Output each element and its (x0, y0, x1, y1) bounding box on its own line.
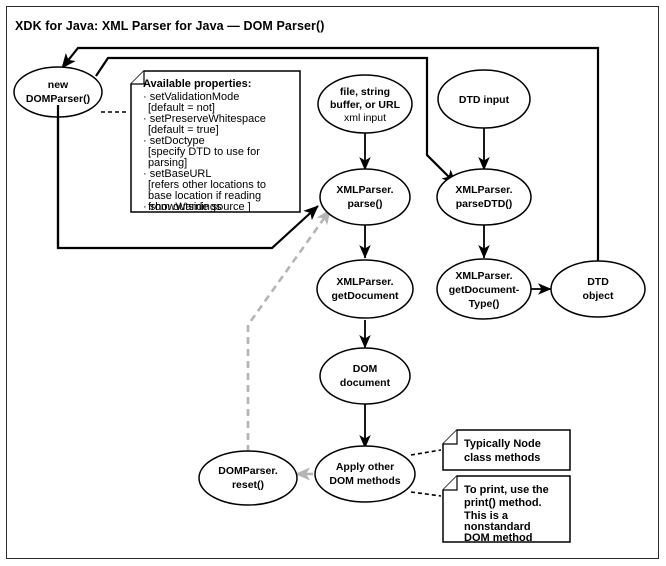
node-dtdobject-line2: object (583, 290, 614, 302)
node-dtd-input-line1: DTD input (459, 94, 510, 106)
note-line: from outside source ] (148, 201, 251, 213)
node-xml-input-line3: xml input (344, 112, 386, 124)
node-reset-line2: reset() (232, 479, 264, 491)
node-domdocument-line2: document (340, 377, 391, 389)
node-dom-document[interactable]: DOM document (319, 347, 411, 405)
note-print-method[interactable]: To print, use the print() method. This i… (442, 475, 571, 544)
node-domparser-reset[interactable]: DOMParser. reset() (198, 450, 298, 506)
node-applyother-line1: Apply other (336, 461, 394, 473)
node-xml-input-line1: file, string (340, 86, 390, 98)
note-line: · setBaseURL (143, 168, 211, 180)
node-dtd-object[interactable]: DTD object (550, 260, 646, 318)
note-line: parsing] (148, 157, 187, 169)
node-domdocument-line1: DOM (353, 363, 378, 375)
note-properties-lines: · setValidationMode [default = not] · se… (143, 91, 266, 213)
node-new-domparser[interactable]: new DOMParser() (13, 66, 103, 118)
note-line: [refers other locations to (148, 179, 266, 191)
node-getdocumenttype-line3: Type() (469, 298, 500, 310)
note-line: This is a (464, 510, 509, 522)
note-line: [default = true] (148, 124, 219, 136)
node-xml-input-line2: buffer, or URL (330, 99, 401, 111)
note-line: · setPreserveWhitespace (143, 113, 266, 125)
node-applyother-line2: DOM methods (329, 475, 400, 487)
node-getdocumenttype-line1: XMLParser. (455, 270, 512, 282)
note-line: DOM method (464, 532, 532, 544)
note-available-properties[interactable]: Available properties: · setValidationMod… (130, 70, 301, 213)
edge-dtdobject-to-domparser (61, 46, 600, 295)
connector-applyother-printmethod (410, 491, 442, 497)
node-parsedtd-line1: XMLParser. (455, 184, 512, 196)
node-getdocument-line2: getDocument (331, 290, 399, 302)
edge-domparser-to-parsedtd (95, 56, 457, 185)
node-xmlparser-parsedtd[interactable]: XMLParser. parseDTD() (436, 168, 532, 226)
node-new-domparser-line2: DOMParser() (26, 93, 90, 105)
connector-applyother-nodemethods (410, 449, 442, 456)
note-line: print() method. (464, 497, 542, 509)
note-properties-heading: Available properties: (143, 78, 251, 90)
note-line: base location if reading (148, 190, 261, 202)
note-line: · setValidationMode (143, 91, 239, 103)
node-reset-line1: DOMParser. (218, 465, 278, 477)
note-line-showwarnings: · showWarnings (143, 201, 222, 213)
node-xmlparser-getdocument[interactable]: XMLParser. getDocument (316, 259, 414, 319)
node-parse-line1: XMLParser. (336, 184, 393, 196)
note-line: [default = not] (148, 102, 215, 114)
node-parse-line2: parse() (347, 198, 382, 210)
note-line: · setDoctype (143, 135, 205, 147)
diagram-frame (6, 6, 659, 559)
note-line: class methods (464, 452, 540, 464)
note-line: To print, use the (464, 484, 549, 496)
node-getdocumenttype-line2: getDocument- (449, 284, 520, 296)
node-dtdobject-line1: DTD (587, 276, 609, 288)
node-parsedtd-line2: parseDTD() (456, 198, 513, 210)
node-xmlparser-getdocumenttype[interactable]: XMLParser. getDocument- Type() (436, 258, 532, 320)
note-node-class-methods[interactable]: Typically Node class methods (442, 429, 571, 471)
page-title: XDK for Java: XML Parser for Java — DOM … (15, 19, 325, 33)
note-line: nonstandard (464, 521, 531, 533)
note-line: Typically Node (464, 438, 541, 450)
edge-reset-to-parse (246, 209, 332, 452)
node-xmlparser-parse[interactable]: XMLParser. parse() (319, 168, 411, 226)
node-getdocument-line1: XMLParser. (336, 276, 393, 288)
node-dtd-input[interactable]: DTD input (437, 69, 531, 129)
note-line: [specify DTD to use for (148, 146, 260, 158)
node-xml-input[interactable]: file, string buffer, or URL xml input (317, 74, 413, 134)
node-new-domparser-line1: new (48, 79, 69, 91)
node-apply-other-dom-methods[interactable]: Apply other DOM methods (314, 445, 416, 503)
